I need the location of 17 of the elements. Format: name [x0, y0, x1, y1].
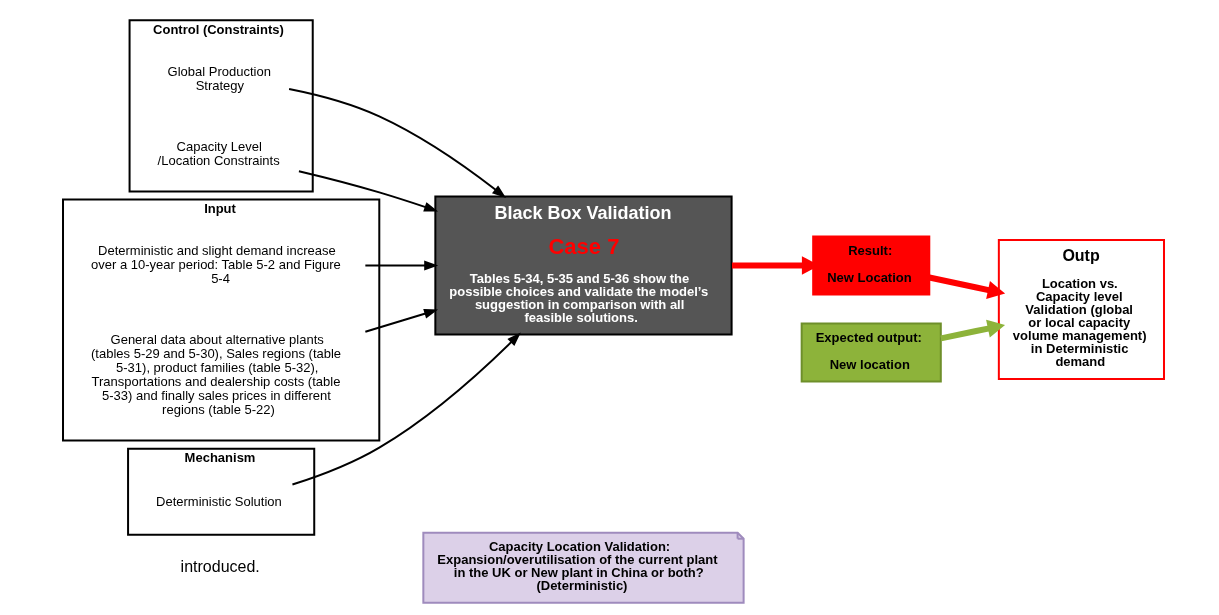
node-text: Global Production Strategy [167, 63, 271, 93]
label: introduced. [180, 557, 260, 575]
arrow [364, 309, 439, 333]
node-text: General data about alternative plants (tables 5-29 and 5-30), Sales regions (table 5-31), product families (table 5-32), Transportations and dealership costs (table 5-33) and finally sales prices in different regions (table 5-22) [91, 331, 342, 417]
node-box: Expected output: New location [800, 322, 942, 383]
node-box: Result: New Location [812, 235, 931, 296]
node-text: Deterministic Solution [156, 494, 282, 510]
node-box: Black Box Validation Case 7 Tables 5-34, 5-35 and 5-36 show the possible choices and validate the model’s suggestion in comparison with all feasible solutions. [434, 195, 733, 336]
node-text: Deterministic and slight demand increase over a 10-year period: Table 5-2 and Figure 5-4 [91, 242, 341, 286]
arrow [288, 87, 507, 198]
arrow [364, 260, 439, 271]
arrow [291, 332, 521, 486]
arrow [940, 319, 1006, 342]
arrow [297, 170, 439, 212]
arrow [928, 274, 1006, 299]
node-text: Capacity Level /Location Constraints [157, 138, 280, 168]
node-box: Outp Location vs. Capacity level Validation (global or local capacity volume management) in Deterministic demand [997, 238, 1165, 381]
